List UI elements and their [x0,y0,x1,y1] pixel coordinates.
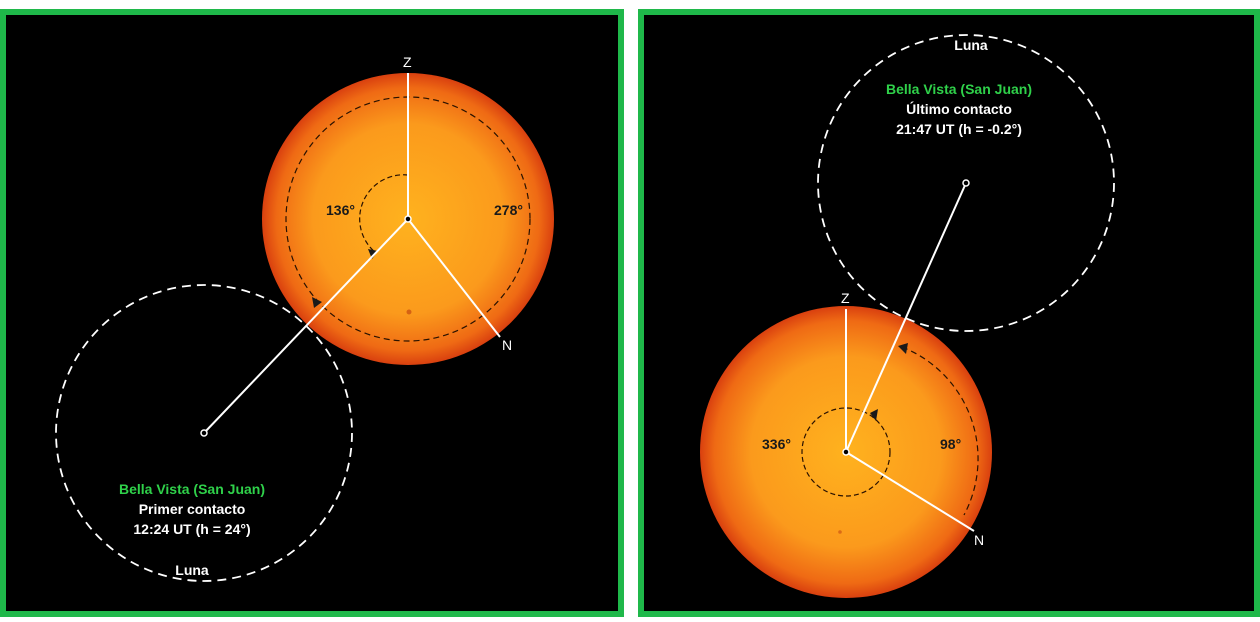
center-line [203,218,409,434]
last-contact-panel: Z N 336° 98° Luna Bella Vista (San Juan)… [638,9,1260,617]
moon-label: Luna [954,37,988,53]
zenith-angle-arc [801,407,891,497]
sunspot [406,309,412,315]
zenith-label: Z [841,290,850,306]
sun-center-marker [842,448,850,456]
zenith-angle-arc [359,174,409,254]
zenith-angle-label: 136° [326,202,355,218]
moon-outline [817,34,1115,332]
time-label: 12:24 UT (h = 24°) [133,521,250,537]
moon-center-marker [962,179,970,187]
location-label: Bella Vista (San Juan) [119,481,265,497]
location-label: Bella Vista (San Juan) [886,81,1032,97]
zenith-angle-label: 336° [762,436,791,452]
moon-center-marker [200,429,208,437]
north-line [845,451,975,532]
center-line [845,182,967,453]
time-label: 21:47 UT (h = -0.2°) [896,121,1022,137]
position-angle-arc [901,346,979,516]
arrow-head-icon [870,409,878,421]
north-angle-label: 98° [940,436,961,452]
arrow-head-icon [898,343,908,354]
last-contact-diagram: Z N 336° 98° Luna Bella Vista (San Juan)… [700,34,1115,598]
zenith-label: Z [403,54,412,70]
moon-outline [55,284,353,582]
event-label: Primer contacto [139,501,246,517]
first-contact-panel: Z N 136° 278° Bella Vista (San Juan) Pri… [0,9,624,617]
north-label: N [502,337,512,353]
north-angle-label: 278° [494,202,523,218]
north-label: N [974,532,984,548]
arrow-head-icon [312,297,322,308]
sun-center-marker [404,215,412,223]
first-contact-diagram: Z N 136° 278° Bella Vista (San Juan) Pri… [55,54,554,582]
event-label: Último contacto [906,100,1012,117]
arrow-head-icon [368,249,378,259]
sunspot [838,530,842,534]
moon-label: Luna [175,562,209,578]
north-line [407,218,501,338]
